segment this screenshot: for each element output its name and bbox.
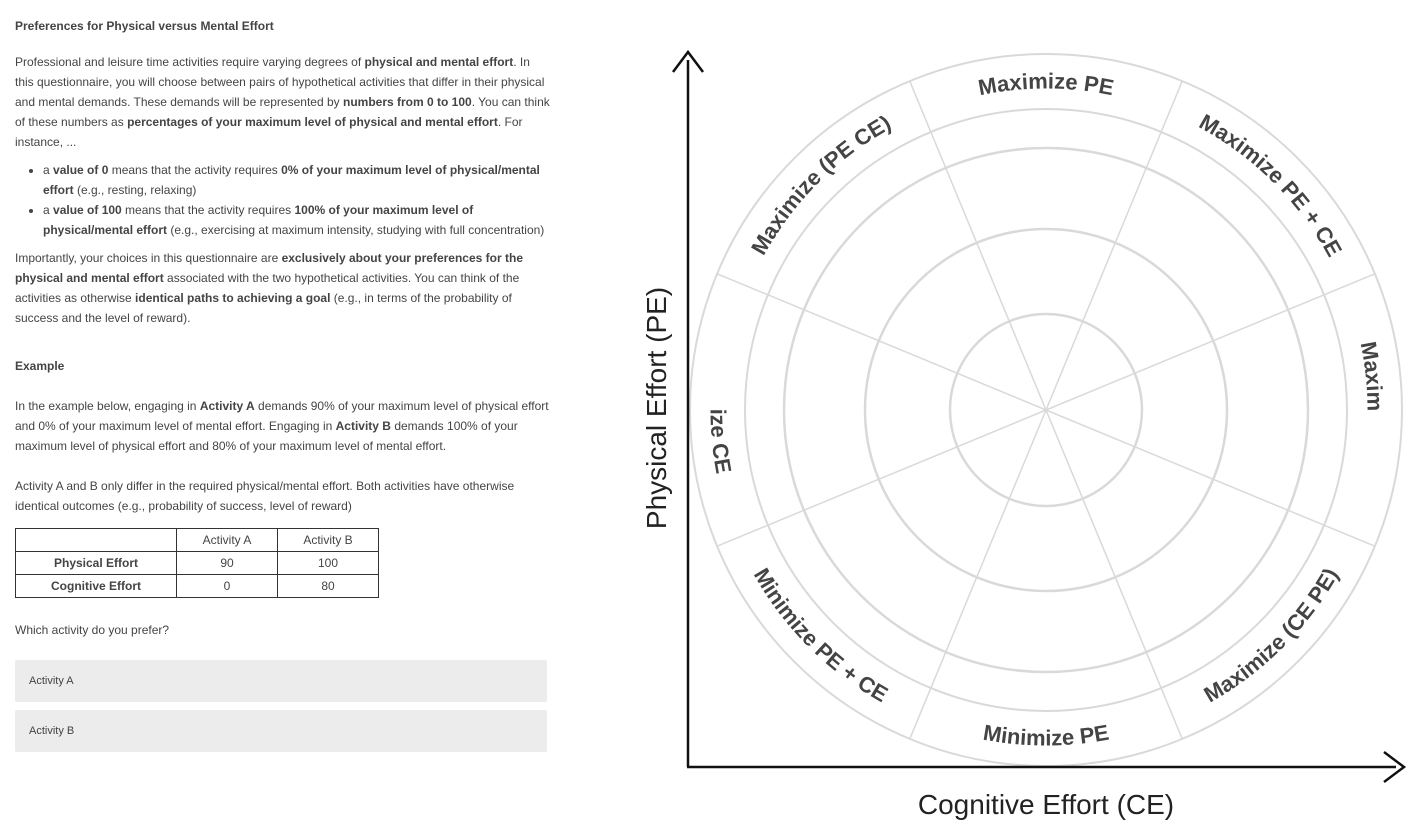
row-label-physical-effort: Physical Effort bbox=[15, 551, 177, 575]
ring bbox=[948, 312, 1144, 508]
cell-physical-a: 90 bbox=[176, 551, 278, 575]
y-axis-label: Physical Effort (PE) bbox=[641, 287, 672, 529]
table-header-activity-b: Activity B bbox=[277, 528, 379, 552]
segment-label-minimize-ce: Minimize CE bbox=[620, 0, 736, 475]
sector-divider bbox=[1045, 409, 1183, 740]
row-label-cognitive-effort: Cognitive Effort bbox=[15, 574, 177, 598]
sector-divider bbox=[909, 80, 1047, 411]
example-heading: Example bbox=[15, 359, 65, 373]
value-explanation-list: a value of 0 means that the activity req… bbox=[15, 160, 550, 240]
list-item-value-100: a value of 100 means that the activity r… bbox=[43, 200, 550, 240]
sector-divider bbox=[1045, 409, 1376, 547]
intro-paragraph: Professional and leisure time activities… bbox=[15, 55, 550, 149]
sector-dividers bbox=[716, 80, 1376, 740]
segment-label-maximize-pe-over-ce: Maximize (PE CE) bbox=[746, 110, 895, 259]
question-text: Which activity do you prefer? bbox=[15, 623, 170, 637]
y-axis-arrowhead bbox=[672, 49, 704, 73]
cell-physical-b: 100 bbox=[277, 551, 379, 575]
list-item-value-0: a value of 0 means that the activity req… bbox=[43, 160, 550, 200]
table-header-cell bbox=[15, 528, 177, 552]
example-note: Activity A and B only differ in the requ… bbox=[15, 479, 515, 513]
sector-divider bbox=[716, 409, 1047, 547]
segment-label-maximize-ce: Maximize CE bbox=[620, 0, 1388, 411]
table-row: Physical Effort 90 100 bbox=[15, 551, 379, 575]
ring bbox=[863, 227, 1229, 593]
questionnaire-panel: Preferences for Physical versus Mental E… bbox=[15, 8, 550, 752]
segment-label-maximize-pe-ce: Maximize PE + CE bbox=[1195, 109, 1347, 261]
segment-label-minimize-pe: Minimize PE bbox=[981, 720, 1110, 751]
x-axis-label: Cognitive Effort (CE) bbox=[918, 789, 1174, 820]
table-header-row: Activity A Activity B bbox=[15, 528, 379, 552]
table-row: Cognitive Effort 0 80 bbox=[15, 574, 379, 598]
ring bbox=[744, 108, 1348, 712]
example-paragraph: In the example below, engaging in Activi… bbox=[15, 399, 549, 453]
sector-divider bbox=[1045, 80, 1183, 411]
sector-divider bbox=[716, 273, 1047, 411]
segment-label-maximize-pe: Maximize PE bbox=[976, 68, 1116, 100]
sector-divider bbox=[909, 409, 1047, 740]
cell-cognitive-a: 0 bbox=[176, 574, 278, 598]
table-header-activity-a: Activity A bbox=[176, 528, 278, 552]
option-activity-b-button[interactable]: Activity B bbox=[15, 710, 547, 752]
activity-table: Activity A Activity B Physical Effort 90… bbox=[15, 528, 379, 598]
x-axis-arrowhead bbox=[1383, 751, 1407, 783]
ring bbox=[782, 146, 1310, 674]
importantly-paragraph: Importantly, your choices in this questi… bbox=[15, 251, 523, 325]
sector-divider bbox=[1045, 273, 1376, 411]
questionnaire-title: Preferences for Physical versus Mental E… bbox=[15, 19, 274, 33]
cell-cognitive-b: 80 bbox=[277, 574, 379, 598]
option-activity-a-button[interactable]: Activity A bbox=[15, 660, 547, 702]
